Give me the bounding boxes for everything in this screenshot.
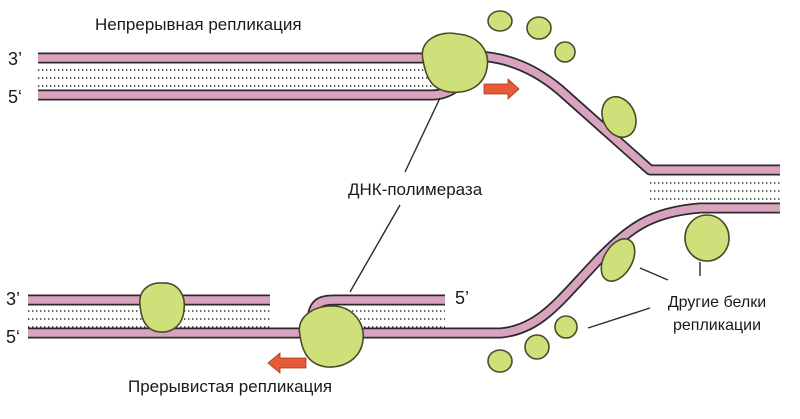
replication-protein bbox=[487, 349, 513, 373]
other-proteins-label-line2: репликации bbox=[673, 317, 761, 334]
polymerase-leader-bottom bbox=[349, 204, 401, 293]
top-5-prime-label: 5‘ bbox=[8, 87, 22, 107]
replication-protein bbox=[601, 96, 637, 138]
replication-protein bbox=[600, 238, 636, 282]
proteins-leader-3 bbox=[587, 307, 651, 329]
continuous-replication-label: Непрерывная репликация bbox=[95, 15, 302, 34]
polymerase-leader-top bbox=[404, 97, 441, 173]
leading-strand-duplex bbox=[38, 50, 780, 176]
top-parent-strand bbox=[38, 51, 780, 174]
other-proteins-label-line1: Другие белки bbox=[668, 294, 766, 311]
replication-protein bbox=[526, 16, 552, 40]
dna-polymerase-lagging bbox=[298, 305, 364, 368]
discontinuous-replication-label: Прерывистая репликация bbox=[128, 377, 332, 396]
lagging-direction-arrow bbox=[267, 352, 307, 374]
top-rungs bbox=[38, 69, 440, 87]
dna-polymerase-fragment bbox=[139, 282, 186, 333]
bottom-3-prime-label: 3’ bbox=[6, 289, 20, 309]
top-3-prime-label: 3’ bbox=[8, 49, 22, 69]
replication-protein bbox=[684, 214, 730, 262]
bottom-rungs bbox=[28, 310, 445, 328]
top-parent-strand-outline bbox=[38, 50, 780, 176]
fragment-5-prime-label: 5’ bbox=[455, 288, 469, 308]
bottom-5-prime-label: 5‘ bbox=[6, 327, 20, 347]
replication-protein bbox=[554, 41, 576, 63]
dna-polymerase-leading bbox=[421, 32, 489, 94]
replication-protein bbox=[487, 10, 513, 32]
fork-rungs bbox=[650, 182, 780, 200]
replication-protein bbox=[524, 334, 550, 360]
bottom-parent-strand bbox=[28, 204, 780, 337]
leading-direction-arrow bbox=[483, 78, 520, 100]
polymerase-label: ДНК-полимераза bbox=[348, 180, 483, 199]
proteins-leader-1 bbox=[639, 267, 669, 281]
replication-protein bbox=[554, 315, 578, 339]
